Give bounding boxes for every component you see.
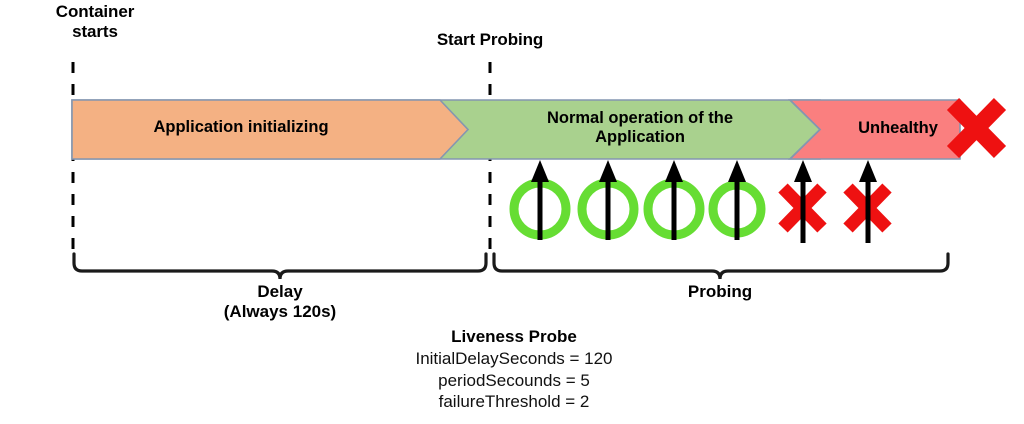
delay-brace (72, 252, 488, 280)
application-initializing-bar (71, 99, 470, 160)
liveness-probe-title: Liveness Probe (451, 327, 577, 346)
probe-success-3 (643, 160, 705, 240)
probe-failure-2 (843, 160, 892, 243)
probing-brace (492, 252, 950, 280)
probe-arrow-head (728, 160, 746, 182)
normal-operation-label: Normal operation of the Application (546, 109, 734, 147)
probe-failure-1 (778, 160, 827, 243)
probe-arrow-head (531, 160, 549, 182)
probe-arrow-head (665, 160, 683, 182)
probe-success-2 (577, 160, 639, 240)
probing-brace-label: Probing (687, 282, 753, 301)
failure-threshold-line: failureThreshold = 2 (438, 392, 590, 412)
period-seconds-line: periodSecounds = 5 (438, 370, 590, 390)
container-starts-label: Container starts (55, 2, 135, 41)
container-failed-x-icon (946, 98, 1007, 158)
unhealthy-label: Unhealthy (858, 119, 938, 137)
probe-arrow-head (599, 160, 617, 182)
probe-arrow-head (859, 160, 877, 182)
initial-delay-seconds-line: InitialDelaySeconds = 120 (415, 348, 613, 368)
liveness-probe-config: Liveness Probe InitialDelaySeconds = 120… (344, 326, 684, 413)
start-probing-label: Start Probing (436, 30, 544, 49)
probe-success-1 (509, 160, 571, 240)
delay-brace-label: Delay (Always 120s) (223, 282, 337, 322)
green-chevron-edge (789, 99, 822, 160)
probe-arrow-head (794, 160, 812, 182)
application-initializing-label: Application initializing (153, 118, 329, 136)
probe-marker-group (509, 160, 892, 243)
probe-success-4 (708, 160, 766, 240)
